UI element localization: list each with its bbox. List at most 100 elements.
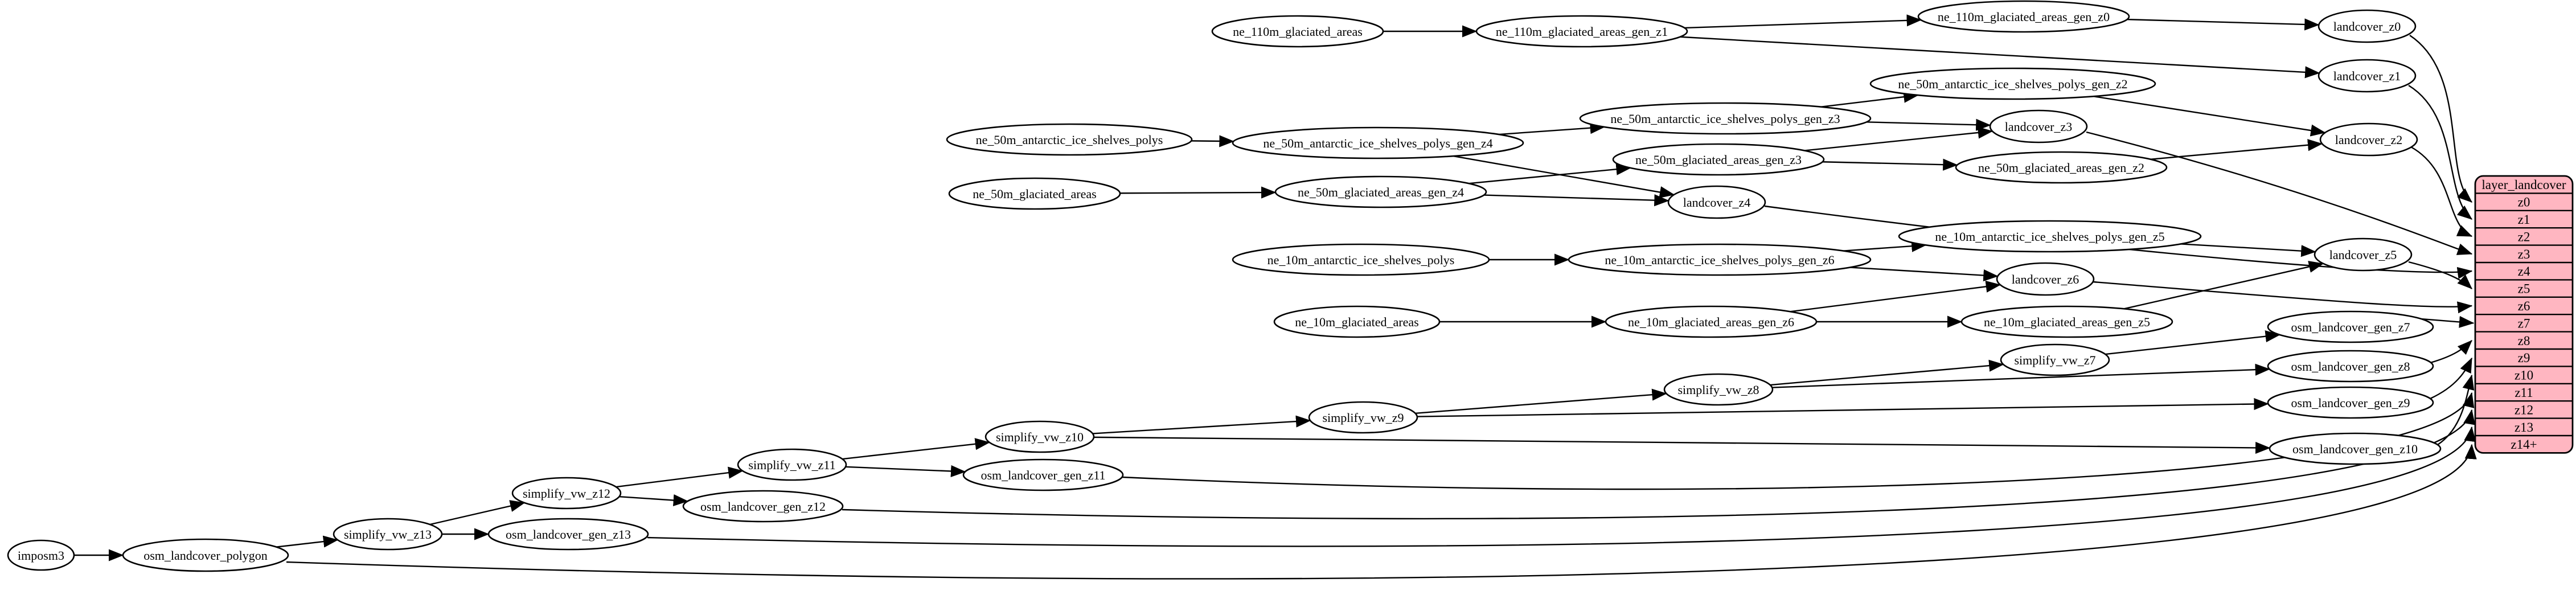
table-row-z7: z7: [2518, 316, 2530, 330]
graph-node-ne_110m_glaciated_areas_gen_z0: ne_110m_glaciated_areas_gen_z0: [1917, 0, 2130, 33]
table-row-z10-label: z10: [2515, 368, 2533, 383]
table-row-z7-label: z7: [2518, 316, 2530, 330]
imposm3-ellipse: [7, 539, 75, 571]
graph-node-ne_10m_antarctic_ice_shelves_polys_gen_z5: ne_10m_antarctic_ice_shelves_polys_gen_z…: [1898, 220, 2202, 253]
ne_10m_glaciated_areas_gen_z6-label: ne_10m_glaciated_areas_gen_z6: [1628, 315, 1794, 329]
graph-node-ne_110m_glaciated_areas_gen_z1: ne_110m_glaciated_areas_gen_z1: [1475, 15, 1688, 48]
ne_50m_antarctic_ice_shelves_polys_gen_z4-label: ne_50m_antarctic_ice_shelves_polys_gen_z…: [1263, 136, 1492, 150]
edge-ne_50m_glaciated_areas_gen_z3-landcover_z3: [1804, 126, 1993, 151]
edge-osm_landcover_gen_z10-table-z10: [2437, 374, 2475, 446]
osm_landcover_gen_z9-ellipse: [2267, 386, 2434, 419]
edge-landcover_z5-table-z5: [2408, 261, 2472, 289]
edge-simplify_vw_z11-osm_landcover_gen_z11: [845, 465, 966, 477]
table-row-z3-label: z3: [2518, 247, 2530, 261]
table-row-z6: z6: [2518, 299, 2530, 313]
edge-simplify_vw_z11-simplify_vw_z10: [842, 438, 990, 460]
table-row-z9: z9: [2518, 351, 2530, 365]
ne_10m_antarctic_ice_shelves_polys_gen_z5-label: ne_10m_antarctic_ice_shelves_polys_gen_z…: [1935, 229, 2164, 244]
edge-ne_50m_antarctic_ice_shelves_polys_gen_z3-ne_50m_antarctic_ice_shelves_polys_gen_z2: [1820, 91, 1919, 108]
table-row-z8: z8: [2518, 334, 2530, 348]
osm_landcover_gen_z7-label: osm_landcover_gen_z7: [2291, 320, 2410, 334]
graph-node-landcover_z4: landcover_z4: [1667, 185, 1766, 219]
table-row-z5-label: z5: [2518, 282, 2530, 296]
osm_landcover_gen_z12-ellipse: [682, 490, 844, 523]
ne_110m_glaciated_areas_gen_z1-ellipse: [1475, 15, 1688, 48]
osm_landcover_gen_z8-ellipse: [2267, 350, 2434, 383]
edge-landcover_z3-table-z3: [2086, 131, 2473, 255]
simplify_vw_z7-label: simplify_vw_z7: [2015, 353, 2096, 367]
graph-node-osm_landcover_gen_z10: osm_landcover_gen_z10: [2269, 432, 2442, 465]
table-row-z14plus: z14+: [2511, 437, 2537, 452]
landcover_z6-label: landcover_z6: [2012, 272, 2079, 286]
table-row-z4: z4: [2518, 264, 2530, 278]
table-row-z13: z13: [2515, 420, 2533, 434]
landcover_z1-label: landcover_z1: [2333, 69, 2401, 83]
ne_110m_glaciated_areas_gen_z0-ellipse: [1917, 0, 2130, 33]
simplify_vw_z10-label: simplify_vw_z10: [996, 430, 1084, 444]
ne_110m_glaciated_areas-ellipse: [1211, 15, 1384, 48]
imposm3-label: imposm3: [18, 548, 64, 563]
landcover_z2-ellipse: [2319, 122, 2418, 157]
simplify_vw_z13-label: simplify_vw_z13: [344, 527, 432, 542]
ne_50m_glaciated_areas-label: ne_50m_glaciated_areas: [973, 187, 1096, 201]
ne_10m_antarctic_ice_shelves_polys_gen_z6-ellipse: [1568, 243, 1872, 276]
simplify_vw_z11-label: simplify_vw_z11: [748, 458, 835, 472]
ne_10m_glaciated_areas_gen_z6-ellipse: [1605, 305, 1818, 338]
table-row-z4-label: z4: [2518, 264, 2530, 278]
simplify_vw_z8-label: simplify_vw_z8: [1678, 383, 1759, 397]
edge-osm_landcover_gen_z9-table-z9: [2430, 357, 2473, 400]
simplify_vw_z12-ellipse: [511, 477, 622, 510]
table-row-z10: z10: [2515, 368, 2533, 383]
graph-node-simplify_vw_z10: simplify_vw_z10: [985, 420, 1095, 453]
graph-node-ne_10m_glaciated_areas_gen_z6: ne_10m_glaciated_areas_gen_z6: [1605, 305, 1818, 338]
osm_landcover_polygon-label: osm_landcover_polygon: [143, 548, 268, 563]
landcover_z4-label: landcover_z4: [1683, 195, 1751, 210]
landcover_z5-ellipse: [2314, 237, 2413, 272]
edge-ne_50m_glaciated_areas_gen_z2-landcover_z2: [2151, 139, 2323, 160]
edge-ne_10m_glaciated_areas_gen_z5-landcover_z5: [2123, 261, 2324, 310]
simplify_vw_z9-label: simplify_vw_z9: [1323, 411, 1404, 425]
edge-ne_50m_antarctic_ice_shelves_polys_gen_z4-landcover_z4: [1453, 155, 1675, 198]
landcover_z0-label: landcover_z0: [2333, 19, 2401, 34]
landcover_z6-ellipse: [1996, 262, 2095, 296]
graph-node-ne_50m_glaciated_areas_gen_z4: ne_50m_glaciated_areas_gen_z4: [1274, 175, 1487, 208]
ne_110m_glaciated_areas_gen_z1-label: ne_110m_glaciated_areas_gen_z1: [1496, 24, 1668, 39]
osm_landcover_gen_z13-ellipse: [487, 518, 649, 551]
edge-simplify_vw_z9-simplify_vw_z8: [1415, 388, 1667, 415]
table-row-z3: z3: [2518, 247, 2530, 261]
landcover_z5-label: landcover_z5: [2329, 248, 2397, 262]
graph-node-landcover_z3: landcover_z3: [1989, 109, 2088, 143]
edge-osm_landcover_gen_z13-table-z13: [647, 426, 2476, 547]
landcover_z2-label: landcover_z2: [2335, 133, 2403, 147]
table-row-z1: z1: [2518, 212, 2530, 227]
ne_50m_antarctic_ice_shelves_polys_gen_z2-label: ne_50m_antarctic_ice_shelves_polys_gen_z…: [1898, 77, 2127, 91]
graph-node-simplify_vw_z7: simplify_vw_z7: [2000, 343, 2110, 376]
graph-node-simplify_vw_z12: simplify_vw_z12: [511, 477, 622, 510]
edge-landcover_z0-table-z0: [2409, 34, 2472, 203]
ne_50m_antarctic_ice_shelves_polys_gen_z2-ellipse: [1869, 67, 2156, 100]
simplify_vw_z12-label: simplify_vw_z12: [523, 486, 610, 501]
osm_landcover_gen_z11-ellipse: [962, 458, 1124, 491]
ne_10m_glaciated_areas_gen_z5-ellipse: [1960, 305, 2173, 338]
edge-ne_50m_glaciated_areas-ne_50m_glaciated_areas_gen_z4: [1119, 186, 1277, 199]
ne_10m_antarctic_ice_shelves_polys_gen_z6-label: ne_10m_antarctic_ice_shelves_polys_gen_z…: [1605, 253, 1834, 267]
graph-node-simplify_vw_z9: simplify_vw_z9: [1308, 401, 1418, 434]
simplify_vw_z13-ellipse: [333, 518, 443, 551]
graph-node-ne_50m_antarctic_ice_shelves_polys_gen_z2: ne_50m_antarctic_ice_shelves_polys_gen_z…: [1869, 67, 2156, 100]
edge-simplify_vw_z12-simplify_vw_z11: [616, 466, 744, 488]
ne_50m_glaciated_areas_gen_z4-ellipse: [1274, 175, 1487, 208]
ne_110m_glaciated_areas_gen_z0-label: ne_110m_glaciated_areas_gen_z0: [1938, 10, 2110, 24]
graph-node-ne_10m_antarctic_ice_shelves_polys: ne_10m_antarctic_ice_shelves_polys: [1232, 243, 1490, 276]
edge-osm_landcover_polygon-table-z14plus: [286, 444, 2477, 580]
graph-node-simplify_vw_z13: simplify_vw_z13: [333, 518, 443, 551]
ne_50m_antarctic_ice_shelves_polys_gen_z3-ellipse: [1579, 102, 1872, 135]
graph-node-ne_50m_antarctic_ice_shelves_polys_gen_z4: ne_50m_antarctic_ice_shelves_polys_gen_z…: [1232, 126, 1524, 159]
graph-node-landcover_z5: landcover_z5: [2314, 237, 2413, 272]
graph-node-ne_10m_glaciated_areas: ne_10m_glaciated_areas: [1273, 305, 1441, 338]
edge-landcover_z2-table-z2: [2410, 146, 2473, 237]
ne_10m_glaciated_areas-ellipse: [1273, 305, 1441, 338]
landcover_z0-ellipse: [2317, 9, 2417, 43]
graph-node-ne_50m_glaciated_areas_gen_z3: ne_50m_glaciated_areas_gen_z3: [1612, 143, 1825, 176]
table-row-z2: z2: [2518, 229, 2530, 244]
edge-simplify_vw_z10-simplify_vw_z9: [1092, 415, 1311, 434]
